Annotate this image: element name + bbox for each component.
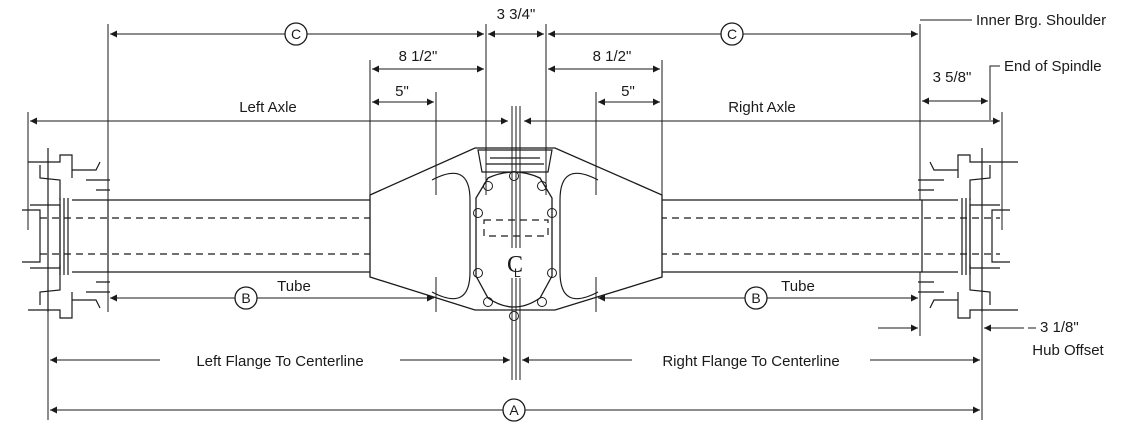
dimension-b-right-label: B (751, 290, 760, 306)
dimension-b-left-circle (234, 286, 258, 310)
tube-right-label: Tube (781, 278, 815, 295)
dimension-3-5-8-label: 3 5/8" (933, 69, 972, 86)
top-dimensions: C C 3 3/4" 8 1/2" 8 1/2" 5" 5" Left Axle… (27, 6, 1106, 230)
dimension-3-3-4-label: 3 3/4" (497, 6, 536, 23)
left-axle-label: Left Axle (239, 99, 297, 116)
dimension-a-circle (502, 398, 526, 422)
hub-offset-label: Hub Offset (1032, 342, 1104, 359)
centerline-symbol-l: L (514, 266, 521, 280)
dimension-b-left-label: B (241, 290, 250, 306)
dimension-5-right-label: 5" (621, 83, 635, 100)
dimension-c-left-label: C (291, 26, 301, 42)
dimension-8-1-2-right-label: 8 1/2" (593, 48, 632, 65)
left-flange-to-centerline-label: Left Flange To Centerline (196, 353, 363, 370)
centerline: C L (505, 106, 527, 380)
inner-brg-shoulder-label: Inner Brg. Shoulder (976, 12, 1106, 29)
right-flange-to-centerline-label: Right Flange To Centerline (662, 353, 839, 370)
dimension-c-right-circle (720, 22, 744, 46)
bottom-dimensions: B Tube B Tube 3 1/8" Hub Offset Left Fla… (47, 272, 1105, 422)
tube-left-label: Tube (277, 278, 311, 295)
centerline-symbol: C (507, 252, 523, 278)
right-hub-flange (918, 148, 1018, 319)
dimension-a-label: A (509, 402, 519, 418)
right-axle-label: Right Axle (728, 99, 796, 116)
dimension-c-right-label: C (727, 26, 737, 42)
dimension-c-left-circle (284, 22, 308, 46)
dimension-8-1-2-left-label: 8 1/2" (399, 48, 438, 65)
dimension-b-right-circle (744, 286, 768, 310)
dimension-3-1-8-label: 3 1/8" (1040, 319, 1079, 336)
left-hub-flange (22, 148, 110, 319)
dimension-5-left-label: 5" (395, 83, 409, 100)
end-of-spindle-label: End of Spindle (1004, 58, 1102, 75)
